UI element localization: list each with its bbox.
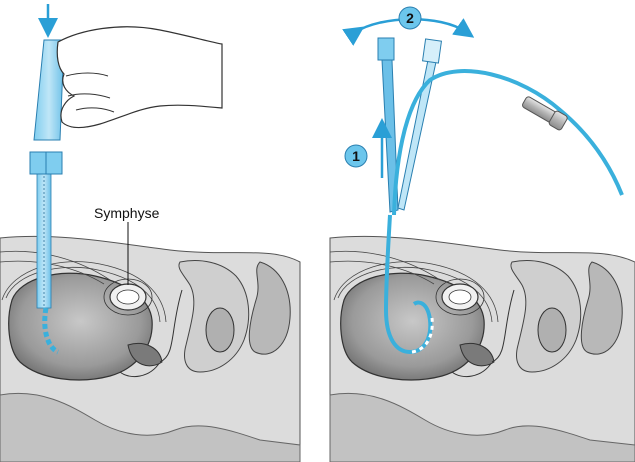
left-symphysis-inner <box>117 290 139 304</box>
left-hand <box>57 27 222 128</box>
right-sheath-right-tab <box>423 39 442 63</box>
right-sheath-left-tab <box>378 38 394 60</box>
right-panel: 1 2 <box>330 7 635 462</box>
left-uterus <box>206 308 234 352</box>
symphyse-label: Symphyse <box>94 205 160 221</box>
left-panel: Symphyse <box>0 4 300 462</box>
step-2-label: 2 <box>406 10 414 26</box>
step-1-label: 1 <box>352 148 360 164</box>
right-uterus <box>538 308 566 352</box>
right-symphysis-inner <box>449 290 471 304</box>
